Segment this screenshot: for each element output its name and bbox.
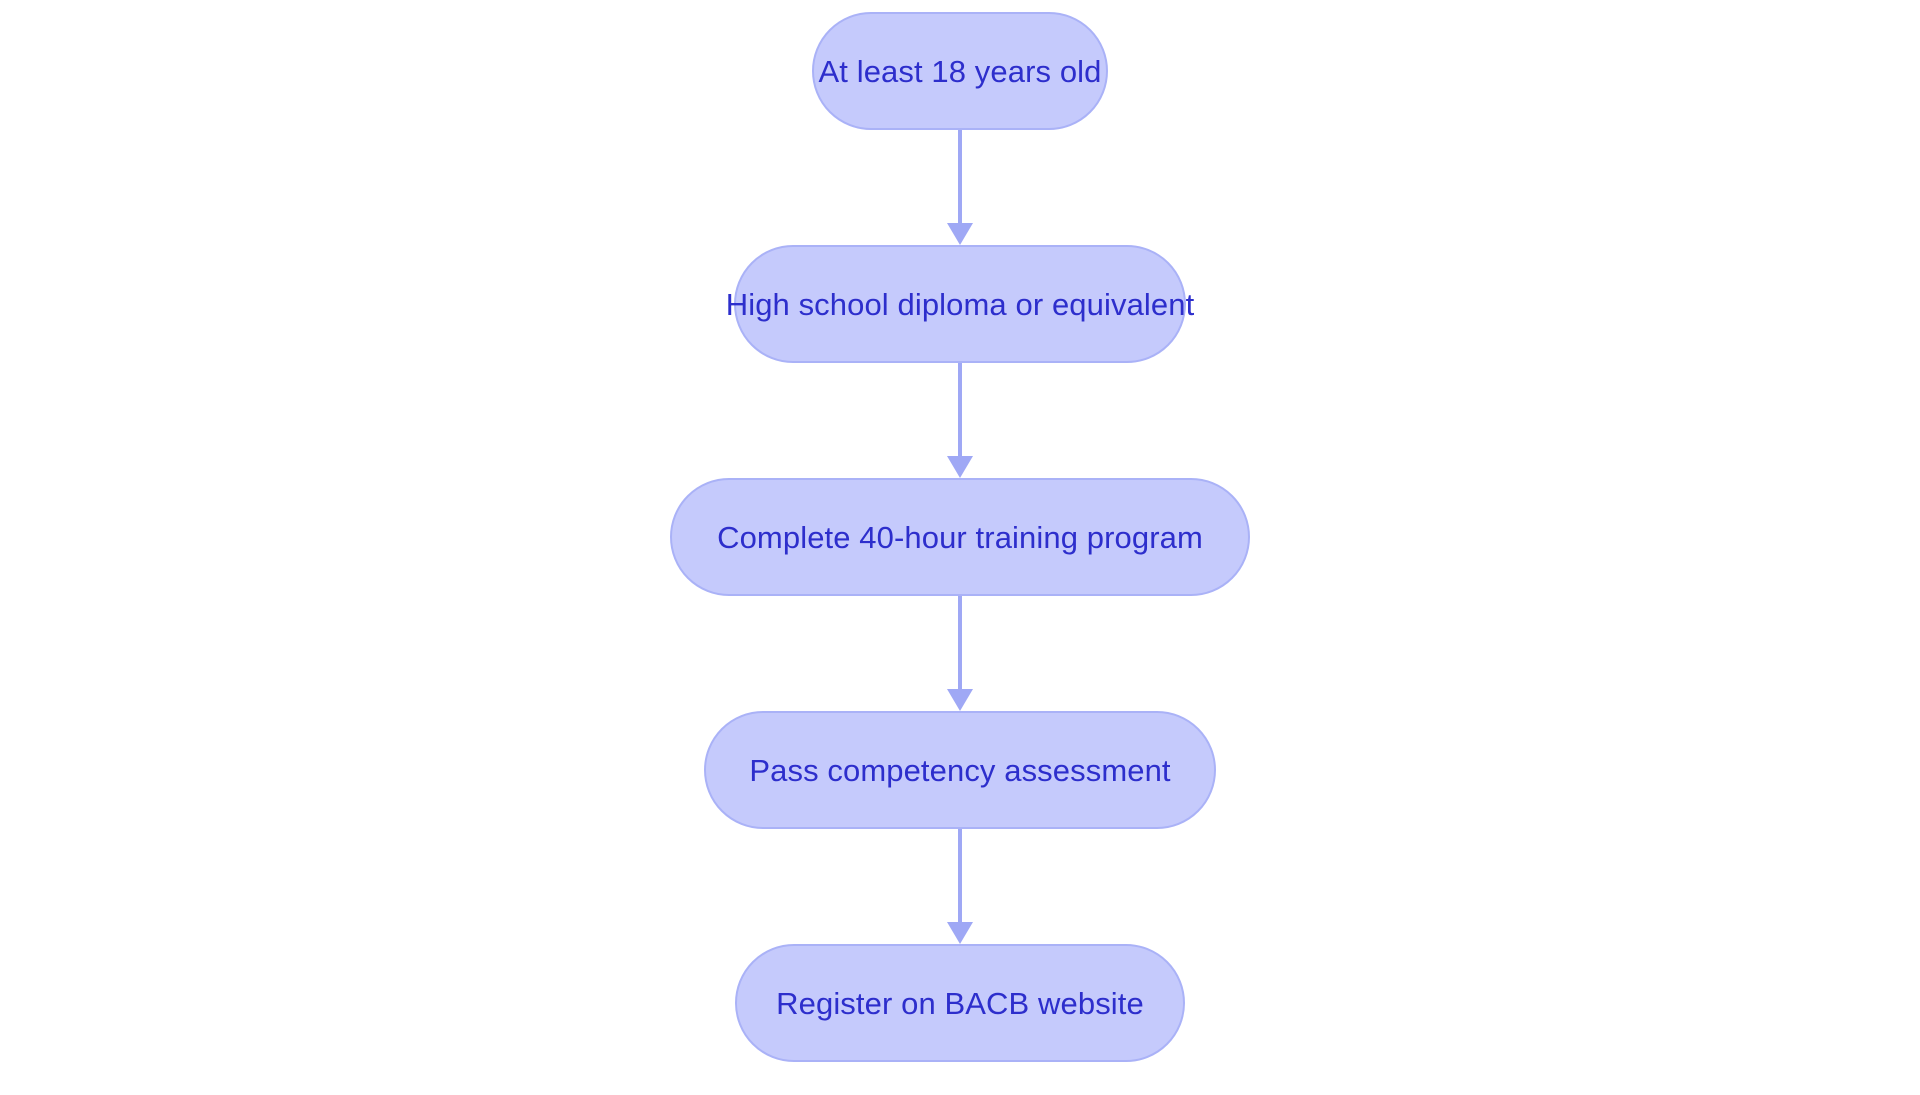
connector-line	[958, 829, 962, 922]
flow-node-pass-competency-assessment[interactable]: Pass competency assessment	[704, 711, 1216, 829]
flow-node-complete-40-hour-training[interactable]: Complete 40-hour training program	[670, 478, 1250, 596]
connector-arrow-1	[945, 130, 975, 245]
connector-line	[958, 363, 962, 456]
connector-arrow-2	[945, 363, 975, 478]
flow-node-label: Pass competency assessment	[749, 752, 1171, 788]
flow-node-high-school-diploma[interactable]: High school diploma or equivalent	[726, 245, 1194, 363]
flow-node-label: Complete 40-hour training program	[717, 519, 1203, 555]
connector-arrow-3	[945, 596, 975, 711]
connector-arrow-4	[945, 829, 975, 944]
flow-node-label: Register on BACB website	[776, 985, 1144, 1021]
flow-node-register-on-bacb-website[interactable]: Register on BACB website	[735, 944, 1185, 1062]
flow-node-at-least-18-years-old[interactable]: At least 18 years old	[812, 12, 1108, 130]
flow-node-label: At least 18 years old	[818, 53, 1102, 89]
connector-line	[958, 130, 962, 223]
arrow-down-icon	[947, 456, 973, 478]
arrow-down-icon	[947, 689, 973, 711]
flow-node-label: High school diploma or equivalent	[725, 286, 1195, 322]
arrow-down-icon	[947, 223, 973, 245]
connector-line	[958, 596, 962, 689]
arrow-down-icon	[947, 922, 973, 944]
